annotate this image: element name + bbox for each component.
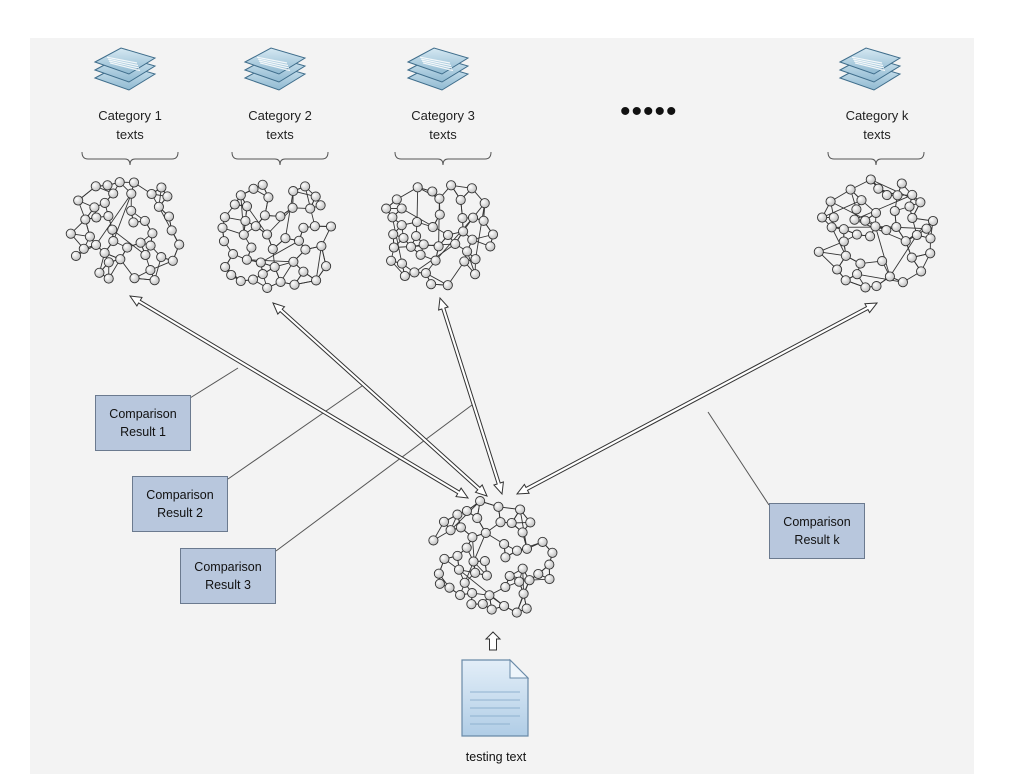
category-3-label: Category 3 texts xyxy=(393,106,493,144)
category-k-stack-icon xyxy=(838,47,902,91)
category-k-subtitle: texts xyxy=(863,127,891,142)
category-3-title: Category 3 xyxy=(411,108,475,123)
result-3-connector xyxy=(275,404,473,552)
arrow-category-2 xyxy=(272,302,488,497)
arrow-category-k xyxy=(515,302,879,495)
category-k-brace xyxy=(827,151,925,166)
comparison-result-1-box: Comparison Result 1 xyxy=(95,395,191,451)
category-2-title: Category 2 xyxy=(248,108,312,123)
result-1-line2: Result 1 xyxy=(120,425,166,439)
category-k-label: Category k texts xyxy=(827,106,927,144)
arrow-category-1 xyxy=(128,295,470,499)
testing-document-icon xyxy=(461,658,530,737)
ellipsis-dots: ••••• xyxy=(620,95,678,128)
result-k-line2: Result k xyxy=(794,533,840,547)
category-2-label: Category 2 texts xyxy=(230,106,330,144)
result-1-connector xyxy=(189,367,239,399)
testing-text-label: testing text xyxy=(465,750,527,764)
category-3-brace xyxy=(394,151,492,166)
comparison-result-k-box: Comparison Result k xyxy=(769,503,865,559)
category-1-stack-icon xyxy=(93,47,157,91)
category-1-label: Category 1 texts xyxy=(80,106,180,144)
result-2-connector xyxy=(227,385,363,480)
result-2-line1: Comparison xyxy=(146,488,214,502)
category-k-network xyxy=(813,174,939,293)
category-1-subtitle: texts xyxy=(116,127,144,142)
category-k-title: Category k xyxy=(845,108,909,123)
up-arrow-icon xyxy=(484,631,502,651)
result-k-line1: Comparison xyxy=(783,515,851,529)
category-1-brace xyxy=(81,151,179,166)
category-2-brace xyxy=(231,151,329,166)
category-3-network xyxy=(381,180,499,291)
result-k-connector xyxy=(707,411,770,506)
result-1-line1: Comparison xyxy=(109,407,177,421)
category-1-title: Category 1 xyxy=(98,108,162,123)
arrow-category-3 xyxy=(438,296,504,496)
result-3-line2: Result 3 xyxy=(205,578,251,592)
category-3-subtitle: texts xyxy=(429,127,457,142)
category-2-network xyxy=(217,179,337,293)
result-3-line1: Comparison xyxy=(194,560,262,574)
category-2-stack-icon xyxy=(243,47,307,91)
category-2-subtitle: texts xyxy=(266,127,294,142)
testing-network xyxy=(428,496,558,618)
comparison-result-3-box: Comparison Result 3 xyxy=(180,548,276,604)
result-2-line2: Result 2 xyxy=(157,506,203,520)
comparison-result-2-box: Comparison Result 2 xyxy=(132,476,228,532)
category-1-network xyxy=(65,177,185,286)
category-3-stack-icon xyxy=(406,47,470,91)
